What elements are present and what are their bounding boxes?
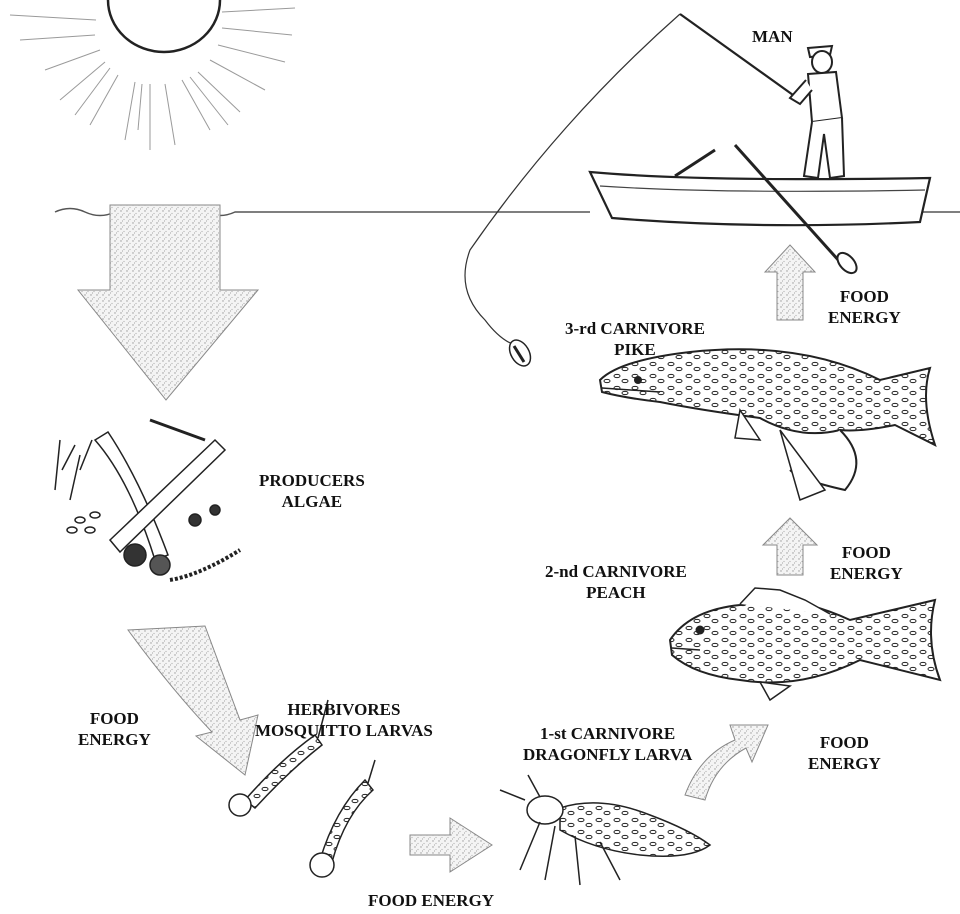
label-food-energy-bottom: FOOD ENERGY (368, 890, 494, 911)
label-man: MAN (752, 26, 793, 47)
